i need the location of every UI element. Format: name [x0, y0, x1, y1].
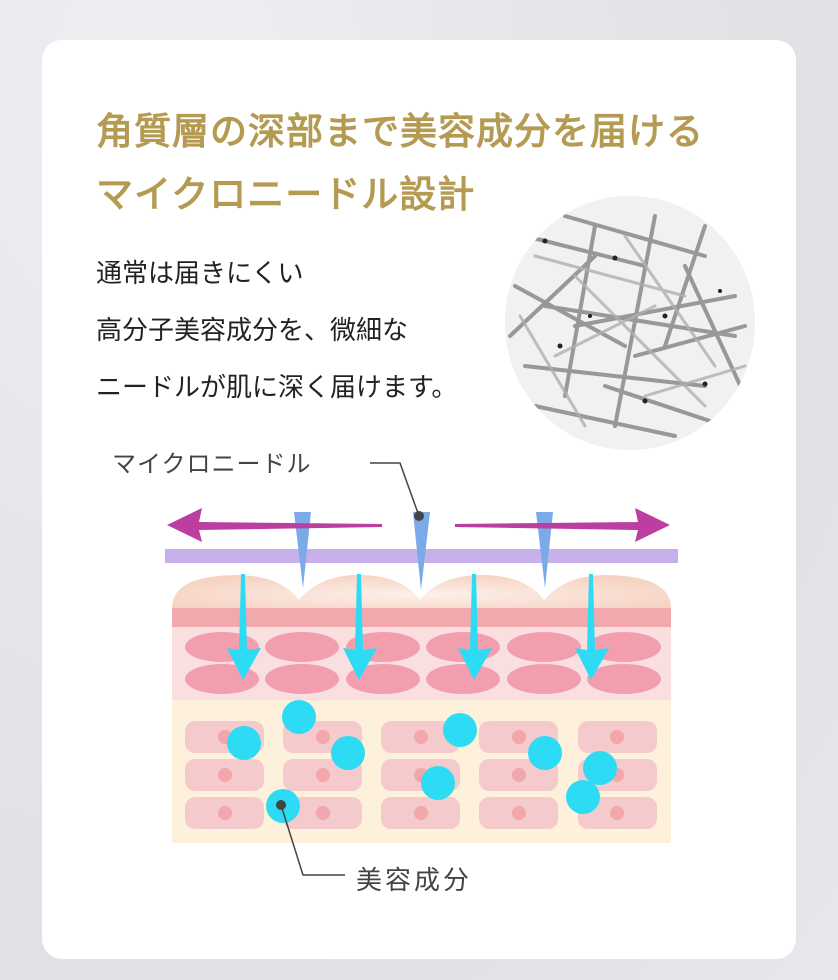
microneedles: [294, 512, 553, 590]
microneedle-photo-illustration: [505, 196, 755, 450]
headline-line-2: マイクロニードル設計: [96, 173, 476, 216]
dermis-nuclei: [218, 730, 624, 820]
stratum-corneum: [172, 575, 671, 608]
epidermis-cells: [185, 632, 661, 694]
epidermis-strip: [172, 608, 671, 627]
needle-pointer-dot: [414, 511, 424, 521]
spread-arrows: [167, 508, 670, 542]
penetration-arrows: [227, 574, 609, 680]
description-line-1: 通常は届きにくい: [96, 259, 304, 289]
description-line-2: 高分子美容成分を、微細な: [96, 316, 409, 346]
microneedle-microscope-photo: [505, 196, 755, 450]
headline: 角質層の深部まで美容成分を届ける マイクロニードル設計: [96, 100, 704, 226]
headline-line-1: 角質層の深部まで美容成分を届ける: [96, 110, 704, 153]
description: 通常は届きにくい 高分子美容成分を、微細な ニードルが肌に深く届けます。: [96, 246, 457, 417]
leader-lines: [280, 462, 420, 876]
ingredient-dots: [227, 700, 617, 823]
ingredient-pointer-dot: [276, 800, 286, 810]
microneedle-label: マイクロニードル: [112, 450, 312, 478]
description-line-3: ニードルが肌に深く届けます。: [96, 373, 458, 403]
ingredient-label: 美容成分: [356, 866, 473, 896]
